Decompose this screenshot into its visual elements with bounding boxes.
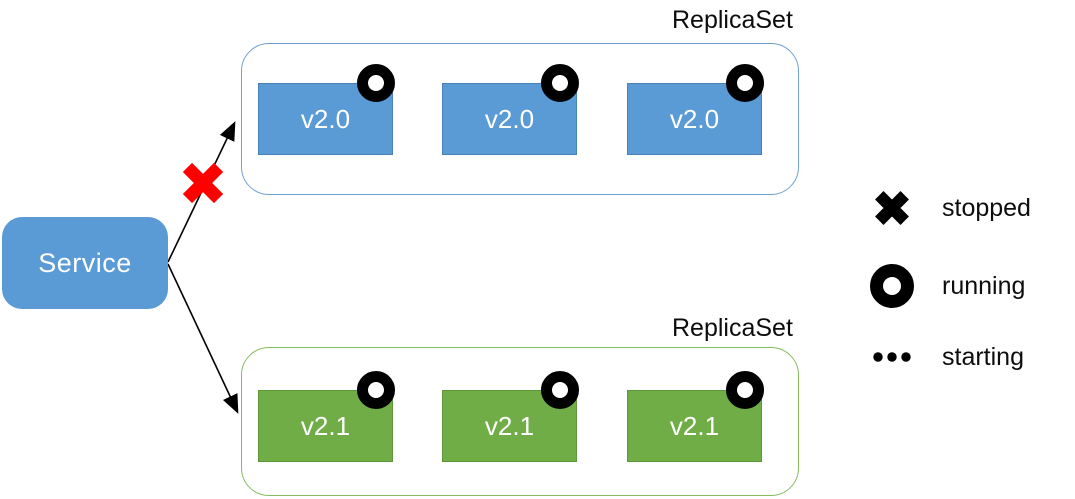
pod-label: v2.0 (300, 103, 351, 134)
x-mark-icon (875, 191, 909, 225)
pod-label: v2.0 (484, 103, 535, 134)
running-circle-icon (541, 64, 579, 102)
legend-label-running: running (942, 271, 1026, 300)
running-circle-icon (726, 64, 764, 102)
pod-v20-3: v2.0 (627, 64, 764, 155)
running-circle-icon (357, 371, 395, 409)
pod-v21-2: v2.1 (442, 371, 579, 462)
service-label: Service (38, 247, 132, 278)
running-circle-icon (541, 371, 579, 409)
pod-v21-1: v2.1 (258, 371, 395, 462)
pod-label: v2.1 (484, 410, 535, 441)
legend-label-stopped: stopped (942, 193, 1031, 222)
legend-item-starting: starting (868, 340, 1024, 374)
running-circle-icon (726, 371, 764, 409)
legend-item-stopped: stopped (868, 188, 1031, 228)
stopped-x-icon (182, 162, 224, 204)
legend-item-running: running (868, 264, 1025, 308)
circle-icon (870, 264, 914, 308)
pod-v21-3: v2.1 (627, 371, 764, 462)
pod-label: v2.1 (300, 410, 351, 441)
pod-v20-1: v2.0 (258, 64, 395, 155)
legend-label-starting: starting (942, 342, 1024, 371)
replicaset-v20-title: ReplicaSet (672, 6, 793, 34)
running-circle-icon (357, 64, 395, 102)
ellipsis-icon (873, 352, 911, 362)
pod-label: v2.0 (669, 103, 720, 134)
arrow-service-to-replicaset-v21 (167, 263, 239, 414)
replicaset-v21-title: ReplicaSet (672, 314, 793, 342)
pod-label: v2.1 (669, 410, 720, 441)
service-node: Service (2, 217, 168, 309)
pod-v20-2: v2.0 (442, 64, 579, 155)
